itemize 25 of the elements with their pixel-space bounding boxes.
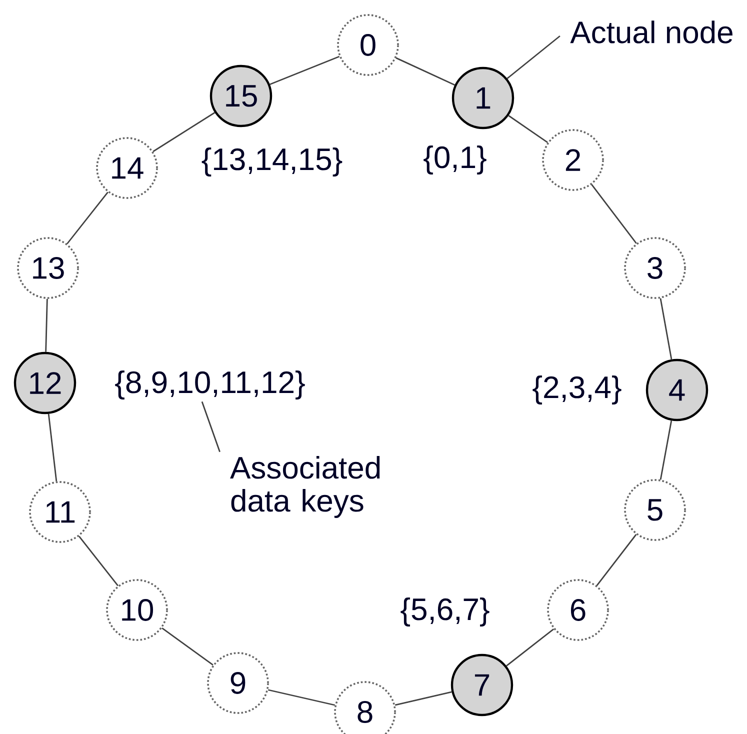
annotation-text: Actual node	[570, 20, 732, 44]
ring-link	[508, 115, 548, 144]
ring-link	[270, 56, 340, 86]
ring-link	[660, 298, 672, 360]
leader-line	[201, 401, 220, 452]
ring-link	[506, 628, 554, 666]
annotation-text: {0,1}	[424, 146, 486, 174]
ring-link	[66, 192, 108, 244]
annotation-text: {5,6,7}	[400, 598, 490, 626]
ring-link	[596, 534, 637, 586]
annotation-text: {8,9,10,11,12}	[115, 370, 305, 400]
ring-link	[591, 184, 637, 244]
ring-link	[396, 57, 456, 86]
ring-link	[394, 691, 452, 706]
leader-line	[506, 35, 560, 80]
ring-link	[78, 536, 118, 586]
ring-link	[45, 298, 48, 352]
ring-link	[152, 112, 216, 152]
ring-link	[48, 414, 58, 482]
annotation-text: {2,3,4}	[532, 376, 622, 404]
ring-link	[268, 689, 336, 706]
annotation-text: {13,14,15}	[202, 148, 342, 176]
ring-link	[162, 628, 214, 666]
annotation-text: Associated data keys	[230, 456, 380, 518]
ring-link	[660, 420, 672, 480]
